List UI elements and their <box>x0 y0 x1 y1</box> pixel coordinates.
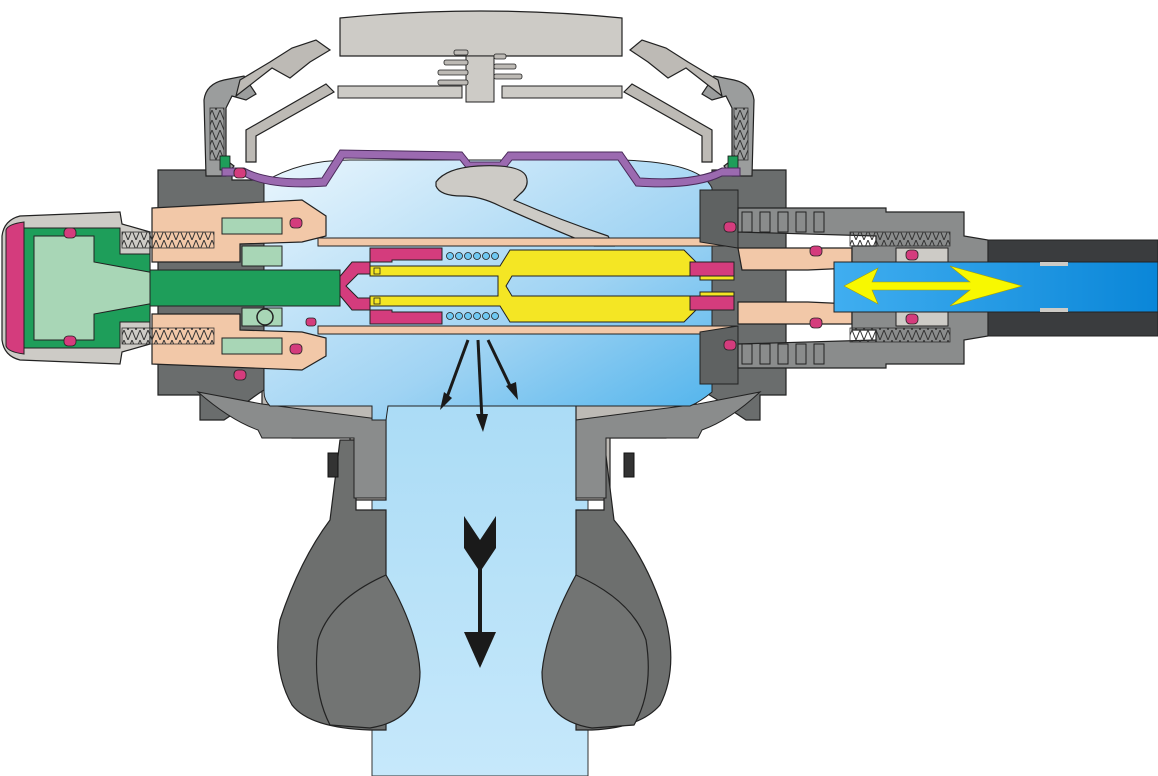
purge-button <box>337 10 623 103</box>
bite-grip-left <box>277 439 421 731</box>
poppet <box>331 247 735 325</box>
lever <box>435 165 616 247</box>
outflow-arrow <box>464 516 496 668</box>
o-rings <box>63 167 919 381</box>
exhaust-arrows <box>440 339 518 432</box>
purge-spring <box>437 49 523 86</box>
bite-grip-right <box>541 439 672 731</box>
inflow-arrow <box>843 265 1024 307</box>
cover-ring <box>203 39 755 177</box>
adjustment-knob <box>1 211 341 365</box>
